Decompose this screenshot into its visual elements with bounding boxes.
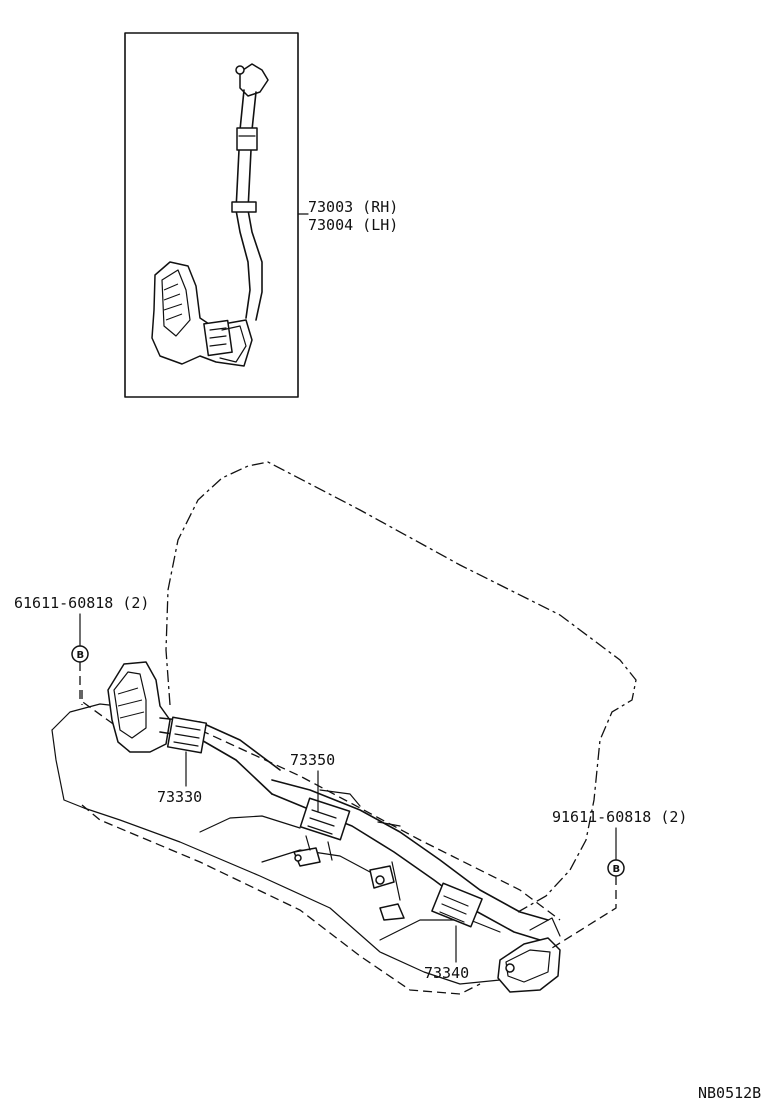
label-bolt-right: 91611-60818 (2): [552, 808, 687, 826]
label-73350: 73350: [290, 751, 335, 769]
seat-cushion-outline: [51, 690, 561, 995]
svg-text:B: B: [77, 650, 85, 661]
belt-inset: [124, 32, 299, 398]
buckle-73350-icon: [299, 797, 351, 841]
left-retractor-icon: [107, 661, 171, 753]
label-73340: 73340: [424, 964, 469, 982]
label-belt-lh: 73004 (LH): [308, 216, 398, 234]
figure-code: NB0512B: [698, 1084, 761, 1102]
lap-belt-assembly: [107, 661, 561, 993]
upper-anchor-icon: [239, 63, 269, 97]
inset-frame: [124, 32, 299, 398]
buckle-73330-icon: [166, 716, 208, 754]
seat-back-outline: [165, 461, 637, 913]
buckle-73340-icon: [431, 882, 483, 928]
label-belt-rh: 73003 (RH): [308, 198, 398, 216]
svg-text:B: B: [613, 864, 621, 875]
label-73330: 73330: [157, 788, 202, 806]
label-bolt-left: 61611-60818 (2): [14, 594, 149, 612]
retractor-icon: [151, 261, 253, 367]
